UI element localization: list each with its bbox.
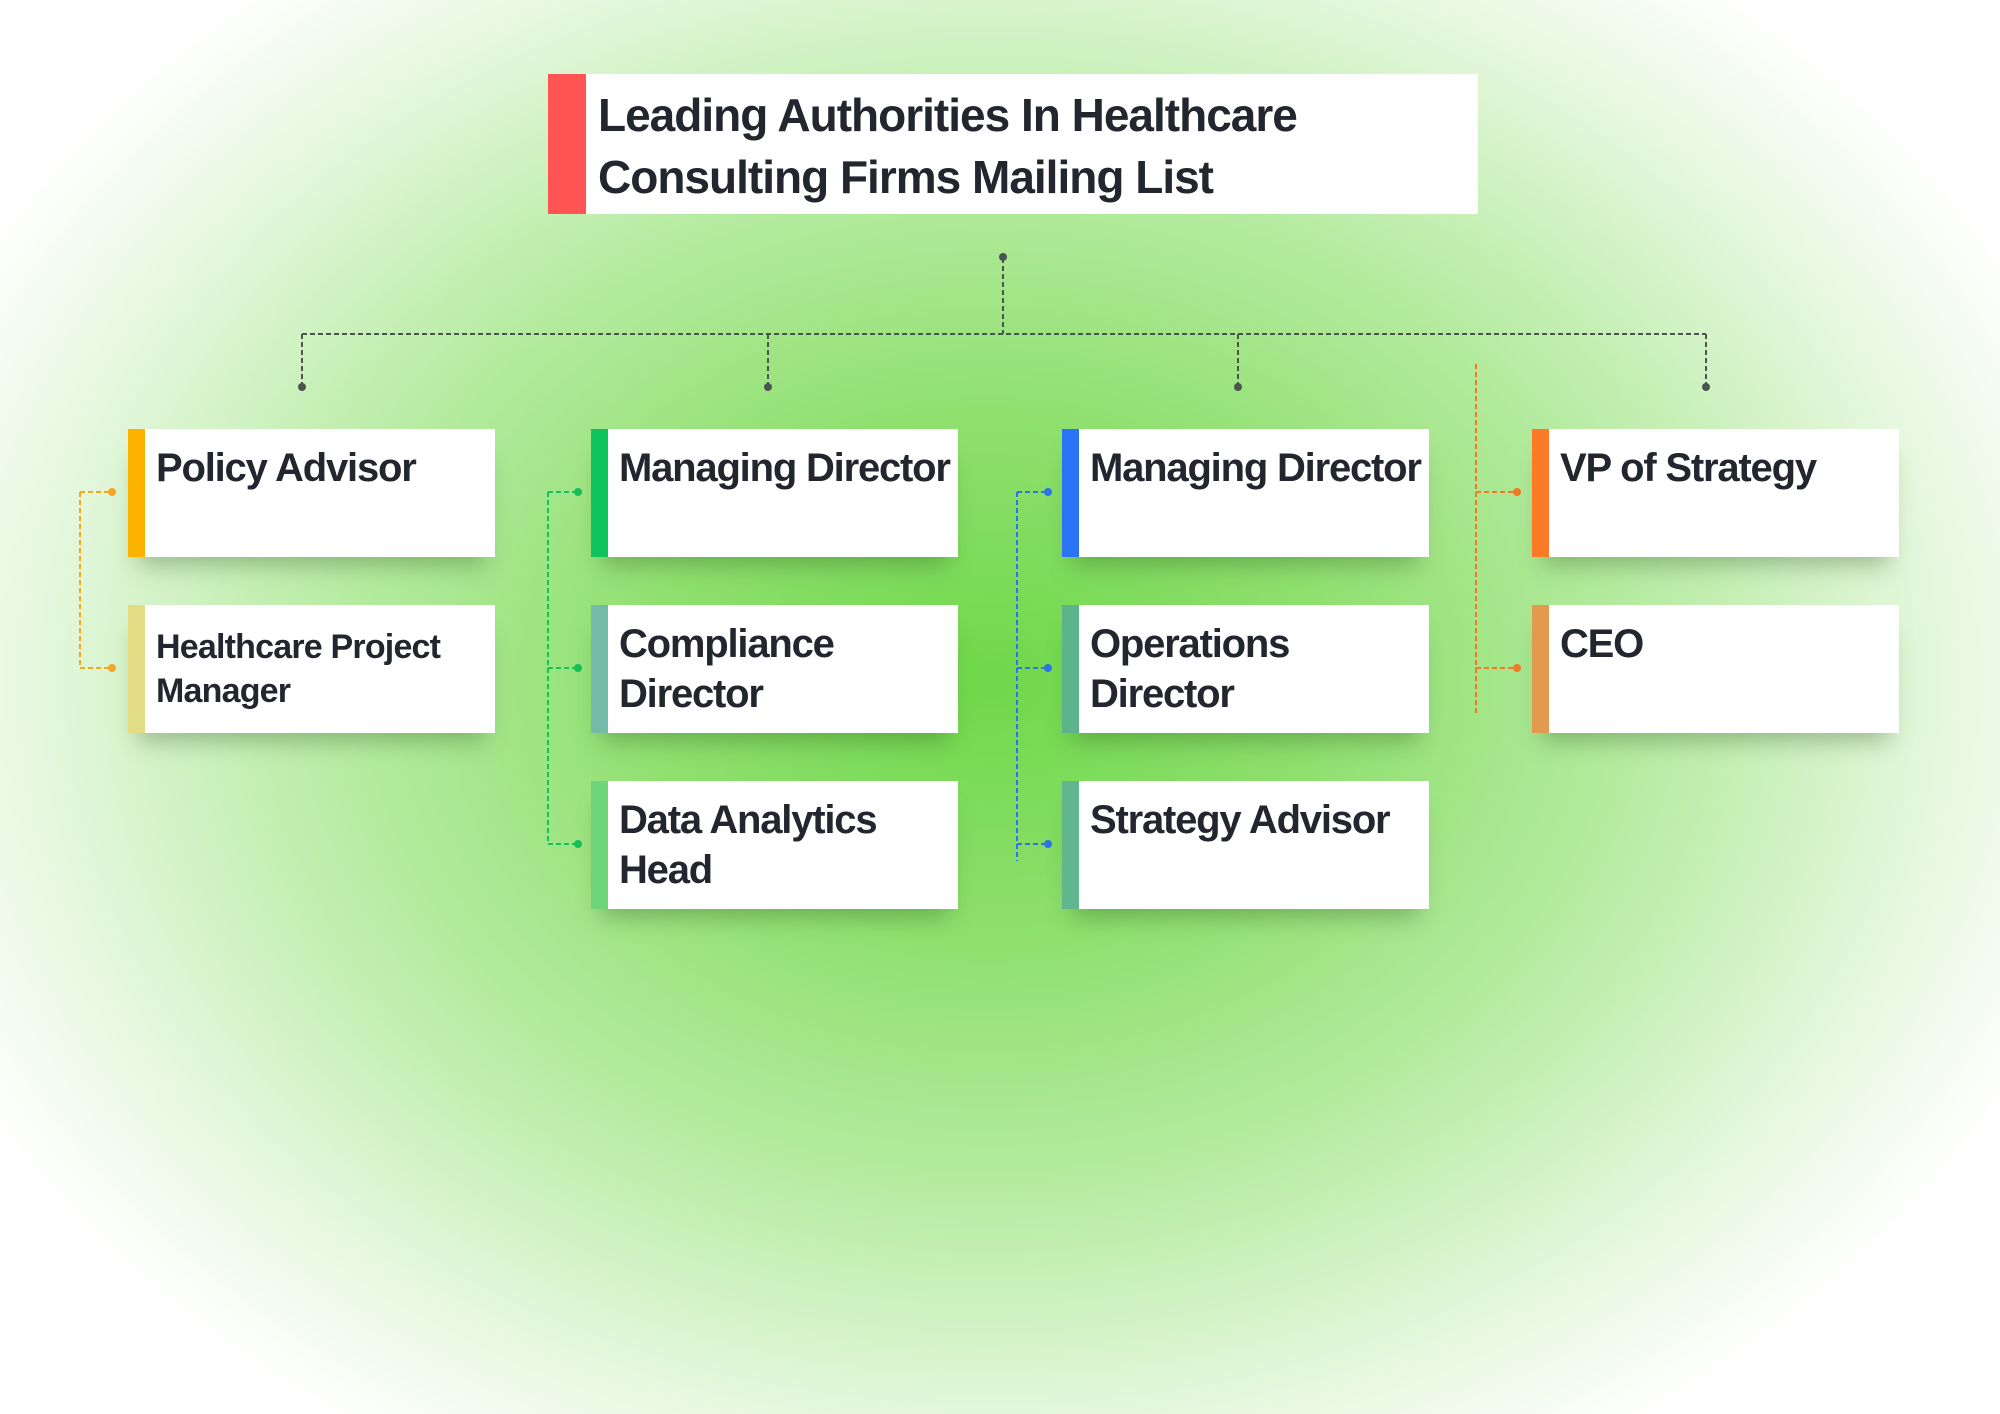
- role-label: CEO: [1560, 622, 1644, 666]
- role-label: VP of Strategy: [1560, 446, 1817, 490]
- page-title: Leading Authorities In Healthcare Consul…: [598, 84, 1298, 208]
- title-line-1: Leading Authorities In Healthcare: [598, 89, 1298, 141]
- role-label: Managing Director: [619, 446, 951, 490]
- role-label: Operations Director: [1090, 622, 1290, 716]
- card-accent-bar: [1062, 605, 1079, 733]
- card-accent-bar: [1062, 429, 1079, 557]
- role-card: Managing Director: [591, 429, 958, 557]
- connector-dot: [1513, 488, 1521, 496]
- role-label: Strategy Advisor: [1090, 798, 1391, 842]
- connector-dot: [1513, 664, 1521, 672]
- card-accent-bar: [1062, 781, 1079, 909]
- card-accent-bar: [128, 429, 145, 557]
- card-accent-bar: [591, 781, 608, 909]
- connector-dot: [574, 488, 582, 496]
- card-accent-bar: [591, 429, 608, 557]
- role-card: VP of Strategy: [1532, 429, 1899, 557]
- role-label: Policy Advisor: [156, 446, 417, 490]
- role-card: Data Analytics Head: [591, 781, 958, 909]
- role-label: Healthcare Project Manager: [156, 628, 441, 710]
- role-card: Managing Director: [1062, 429, 1429, 557]
- title-box: Leading Authorities In Healthcare Consul…: [548, 74, 1478, 214]
- connector-dot: [1044, 664, 1052, 672]
- card-accent-bar: [128, 605, 145, 733]
- role-card: Strategy Advisor: [1062, 781, 1429, 909]
- card-accent-bar: [591, 605, 608, 733]
- role-card: Policy Advisor: [128, 429, 495, 557]
- role-label: Managing Director: [1090, 446, 1422, 490]
- title-line-2: Consulting Firms Mailing List: [598, 151, 1214, 203]
- connector-dot: [1044, 840, 1052, 848]
- role-label: Data Analytics Head: [619, 798, 878, 892]
- connector-dot: [1044, 488, 1052, 496]
- connector-dot: [574, 664, 582, 672]
- title-accent-bar: [548, 74, 586, 214]
- card-accent-bar: [1532, 605, 1549, 733]
- connector-dot: [108, 488, 116, 496]
- role-card: Healthcare Project Manager: [128, 605, 495, 733]
- role-card: Operations Director: [1062, 605, 1429, 733]
- role-card: Compliance Director: [591, 605, 958, 733]
- role-card: CEO: [1532, 605, 1899, 733]
- role-label: Compliance Director: [619, 622, 835, 716]
- connector-dot: [108, 664, 116, 672]
- card-accent-bar: [1532, 429, 1549, 557]
- connector-dot: [574, 840, 582, 848]
